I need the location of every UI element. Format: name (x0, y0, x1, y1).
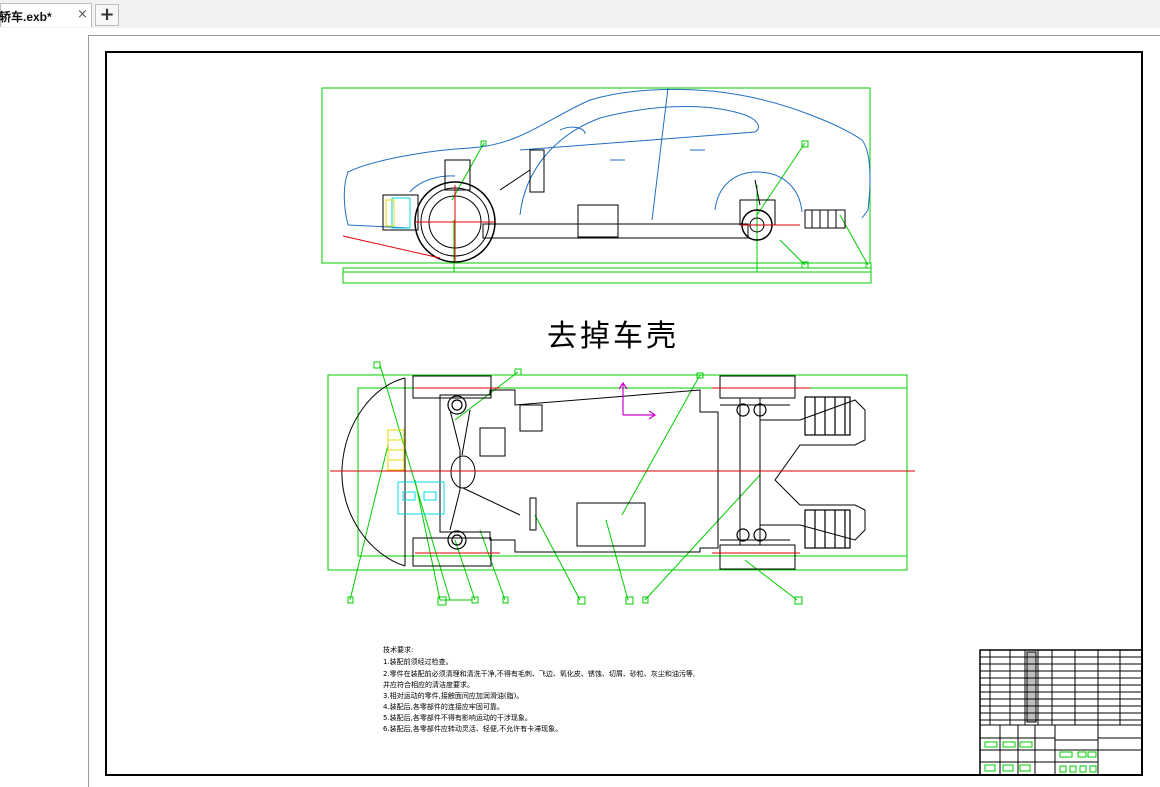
car-body-outline (343, 87, 871, 229)
new-tab-button[interactable]: + (95, 4, 119, 26)
tech-line: 6.装配后,各零部件应转动灵活、轻便,不允许有卡滞现象。 (383, 724, 562, 733)
close-icon[interactable]: × (77, 7, 88, 22)
top-centerlines (330, 387, 915, 554)
drawing-frame (105, 51, 1143, 776)
tab-document[interactable]: 油轿车.exb* × (0, 3, 92, 27)
tab-label: 油轿车.exb* (0, 10, 52, 24)
side-centerlines (342, 185, 800, 262)
drawing-heading: 去掉车壳 (547, 319, 679, 354)
tech-line: 并应符合相应的清洁度要求。 (383, 680, 474, 689)
side-view (321, 87, 872, 284)
radiator-top (387, 429, 405, 471)
tech-line: 2.零件在装配前必须清理和清洗干净,不得有毛刺、飞边、氧化皮、锈蚀、切屑、砂粒、… (383, 669, 695, 678)
tech-line: 3.相对运动的零件,接触面间应加润滑油(脂)。 (383, 691, 523, 700)
technical-requirements: 技术要求: 1.装配前须经过检查。 2.零件在装配前必须清理和清洗干净,不得有毛… (383, 645, 695, 733)
axis-marker-icon (618, 381, 657, 420)
tech-title: 技术要求: (383, 645, 413, 654)
top-view (327, 361, 915, 606)
title-block (979, 649, 1143, 776)
tech-line: 4.装配后,各零部件的连接应牢固可靠。 (383, 702, 504, 711)
wheels-top (447, 395, 851, 550)
battery-side (391, 197, 411, 229)
chassis-side (382, 149, 846, 239)
battery-top (397, 481, 445, 515)
chassis-top (341, 375, 866, 570)
tech-line: 1.装配前须经过检查。 (383, 657, 453, 666)
tech-line: 5.装配后,各零部件不得有影响运动的干涉现象。 (383, 713, 532, 722)
side-view-dimensions (321, 87, 872, 284)
radiator-side (385, 199, 395, 227)
